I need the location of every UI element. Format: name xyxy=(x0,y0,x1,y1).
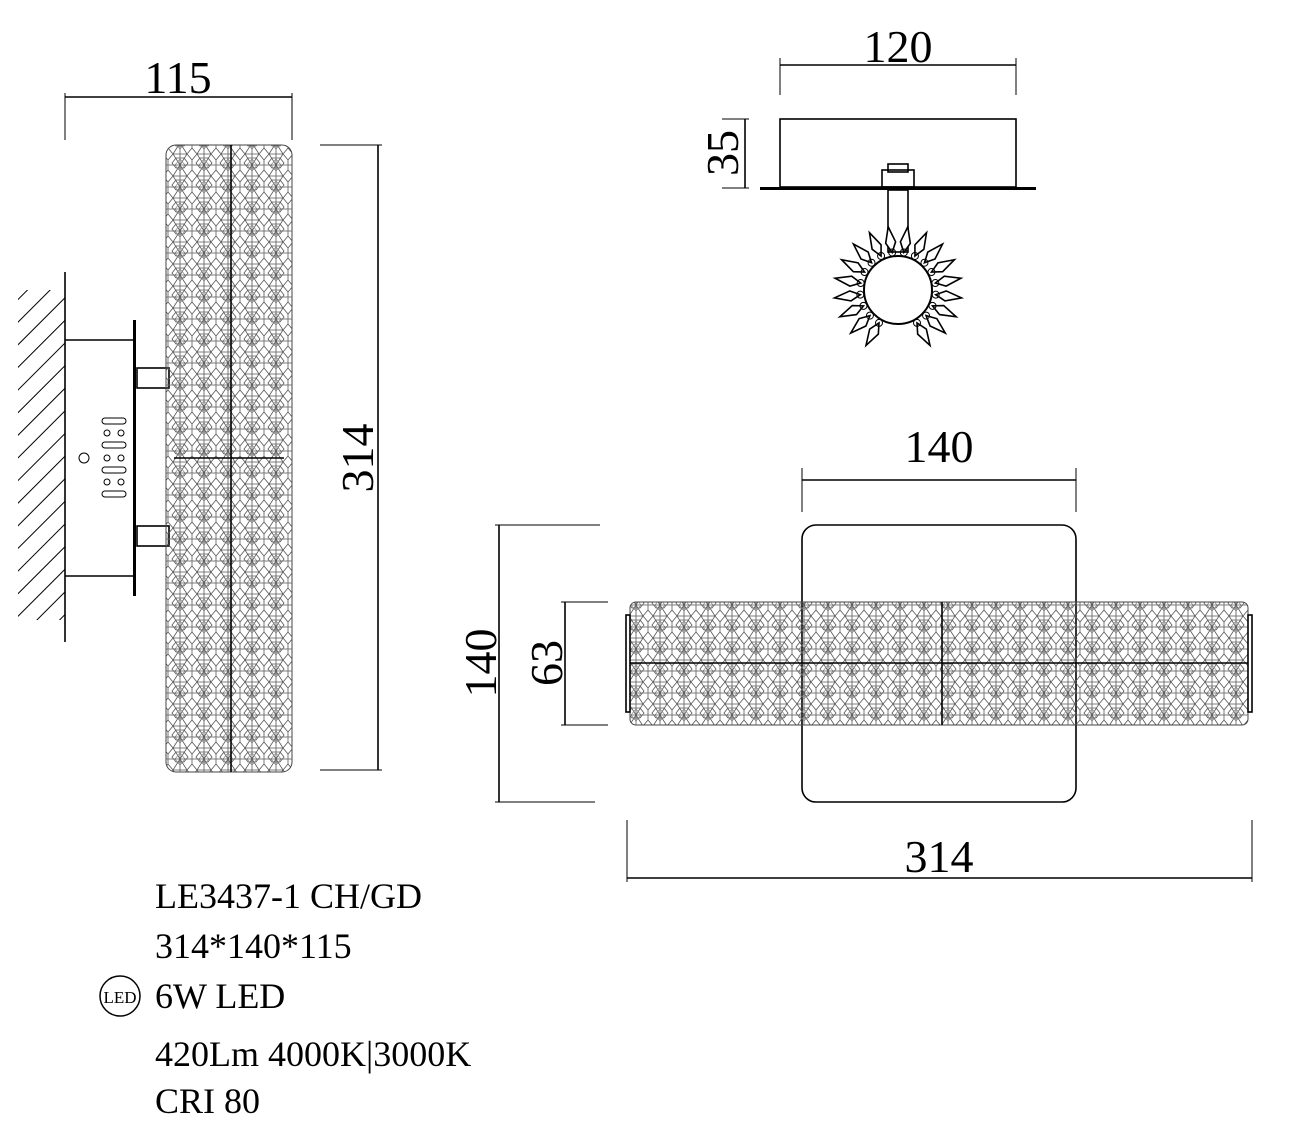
crystal-spike xyxy=(933,290,965,302)
dimension-top-width: 120 xyxy=(779,21,1017,95)
dim-label-35: 35 xyxy=(697,130,748,176)
power-spec: 6W LED xyxy=(155,976,285,1016)
dimension-front-plate-width: 140 xyxy=(801,421,1077,512)
dim-label-140-vertical: 140 xyxy=(455,629,506,698)
dim-label-115: 115 xyxy=(144,52,211,103)
led-icon: LED xyxy=(99,975,141,1017)
dimension-front-tube-height: 63 xyxy=(521,601,608,726)
dimension-side-height: 314 xyxy=(320,144,383,771)
dimension-front-plate-height: 140 xyxy=(455,524,600,803)
crystal-bead xyxy=(920,258,929,267)
crystal-ring-top xyxy=(831,224,965,348)
crystal-bead xyxy=(922,311,931,320)
dim-label-120: 120 xyxy=(864,21,933,72)
crystal-spike xyxy=(924,314,948,335)
cri-spec: CRI 80 xyxy=(155,1081,260,1121)
led-badge-text: LED xyxy=(103,988,136,1007)
crystal-bead xyxy=(867,258,876,267)
crystal-spike xyxy=(929,258,957,273)
model-number: LE3437-1 CH/GD xyxy=(155,876,422,916)
crystal-spike xyxy=(884,224,897,255)
dimension-side-width: 115 xyxy=(64,52,293,140)
crystal-bead xyxy=(913,318,921,327)
dim-label-314-horizontal: 314 xyxy=(905,831,974,882)
crystal-spike xyxy=(837,304,866,318)
crystal-bead xyxy=(865,311,874,320)
lumen-cct-spec: 420Lm 4000K|3000K xyxy=(155,1034,471,1074)
crystal-spike xyxy=(839,258,867,273)
crystal-spike xyxy=(914,230,928,258)
crystal-spike xyxy=(832,275,863,287)
crystal-spike xyxy=(868,230,882,258)
spec-block: LE3437-1 CH/GD 314*140*115 LED 6W LED 42… xyxy=(99,876,471,1121)
dim-label-314-vertical: 314 xyxy=(332,424,383,493)
crystal-spike xyxy=(851,242,873,265)
crystal-spike xyxy=(864,321,880,348)
crystal-spike xyxy=(923,242,945,265)
crystal-spike xyxy=(930,304,959,318)
dimension-top-depth: 35 xyxy=(697,118,749,189)
dim-label-63: 63 xyxy=(521,640,572,686)
crystal-spike xyxy=(831,290,863,302)
crystal-tube-side xyxy=(165,144,293,773)
crystal-spike xyxy=(916,321,932,348)
dimension-front-length: 314 xyxy=(626,820,1253,882)
crystal-bead xyxy=(875,318,883,327)
crystal-spike xyxy=(933,275,964,287)
front-view: 140 140 63 314 xyxy=(455,421,1253,882)
top-view: 120 35 xyxy=(697,21,1036,348)
crystal-tube-front xyxy=(625,601,1253,726)
size-spec: 314*140*115 xyxy=(155,926,352,966)
dim-label-140-horizontal: 140 xyxy=(905,421,974,472)
crystal-spike xyxy=(848,314,872,335)
wall-hatch xyxy=(18,272,66,642)
side-view: 115 xyxy=(18,52,383,773)
wall-bracket xyxy=(65,320,170,596)
crystal-spike xyxy=(899,224,912,255)
